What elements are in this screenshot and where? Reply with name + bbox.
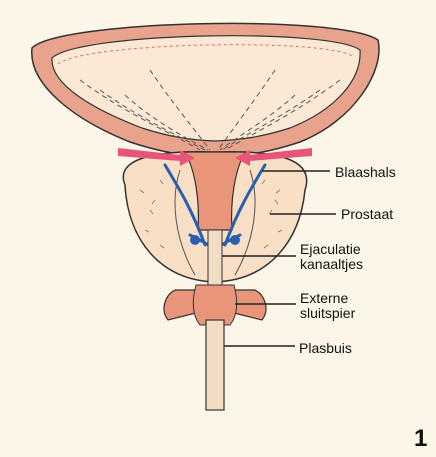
label-ejaculatory-ducts: Ejaculatie kanaaltjes: [300, 242, 363, 272]
prostatic-urethra: [208, 230, 222, 290]
label-urethra: Plasbuis: [299, 341, 352, 356]
label-prostate: Prostaat: [341, 207, 393, 222]
label-external-sphincter-line1: Externe: [300, 291, 355, 306]
label-ejaculatory-ducts-line2: kanaaltjes: [300, 257, 363, 272]
label-ejaculatory-ducts-line1: Ejaculatie: [300, 242, 363, 257]
label-external-sphincter-line2: sluitspier: [300, 306, 355, 321]
figure-number: 1: [414, 425, 427, 453]
label-bladder-neck: Blaashals: [335, 165, 396, 180]
label-external-sphincter: Externe sluitspier: [300, 291, 355, 321]
urethra: [206, 320, 224, 410]
